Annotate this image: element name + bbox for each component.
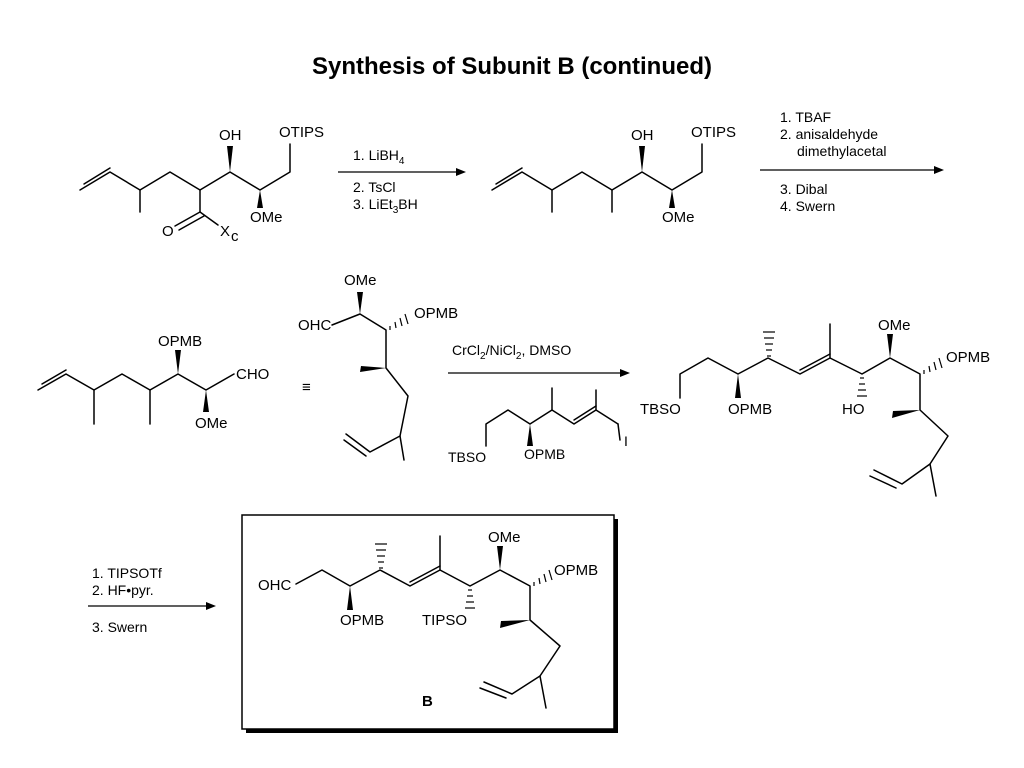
reagent-label-iodide: I bbox=[624, 433, 628, 449]
c2-label-ome: OMe bbox=[662, 209, 695, 226]
svg-text:3. LiEt3BH: 3. LiEt3BH bbox=[353, 196, 418, 216]
step1-reagent-1: 1. LiBH bbox=[353, 147, 399, 163]
c1-label-otips: OTIPS bbox=[279, 124, 324, 141]
step1-reagent-3b: BH bbox=[398, 196, 417, 212]
compound-4: OMe OHC OPMB bbox=[298, 272, 458, 461]
c3-label-cho: CHO bbox=[236, 366, 269, 383]
step1-reagent-3a: 3. LiEt bbox=[353, 196, 393, 212]
step2-reagent-2: 2. anisaldehyde bbox=[780, 126, 878, 142]
compound-2: OH OTIPS OMe bbox=[491, 124, 736, 226]
step-2: 1. TBAF 2. anisaldehyde dimethylacetal 3… bbox=[760, 109, 944, 214]
product-box bbox=[241, 514, 618, 733]
cb-label-ome: OMe bbox=[488, 529, 521, 546]
step1-reagent-1-sub: 4 bbox=[399, 156, 405, 167]
step4-reagent-2: 2. HF•pyr. bbox=[92, 582, 154, 598]
svg-text:1. LiBH4: 1. LiBH4 bbox=[353, 147, 405, 167]
reagent-label-opmb: OPMB bbox=[524, 446, 565, 462]
compound-1: OH OTIPS OMe O X c bbox=[79, 124, 324, 245]
c1-label-x: X bbox=[220, 223, 230, 240]
step4-reagent-1: 1. TIPSOTf bbox=[92, 565, 162, 581]
compound-b-id: B bbox=[422, 693, 433, 710]
c1-label-o: O bbox=[162, 223, 174, 240]
cb-label-opmb-right: OPMB bbox=[554, 562, 598, 579]
cb-label-tipso: TIPSO bbox=[422, 612, 467, 629]
c3-label-opmb: OPMB bbox=[158, 333, 202, 350]
step3-reagent-sub2: 2 bbox=[516, 351, 522, 362]
step2-reagent-3: 3. Dibal bbox=[780, 181, 827, 197]
step3-reagent-sub1: 2 bbox=[480, 351, 486, 362]
c1-label-oh: OH bbox=[219, 127, 242, 144]
c5-label-opmb-right: OPMB bbox=[946, 349, 990, 366]
c5-label-ome: OMe bbox=[878, 317, 911, 334]
step1-reagent-2: 2. TsCl bbox=[353, 179, 396, 195]
step-1: 1. LiBH4 2. TsCl 3. LiEt3BH bbox=[338, 147, 466, 216]
svg-text:CrCl2/NiCl2, DMSO: CrCl2/NiCl2, DMSO bbox=[452, 342, 571, 362]
step3-reagent-b: /NiCl bbox=[486, 342, 516, 358]
step-3: CrCl2/NiCl2, DMSO bbox=[448, 342, 630, 377]
c1-label-x-subscript: c bbox=[231, 228, 239, 245]
reagent-label-tbso: TBSO bbox=[448, 449, 486, 465]
equivalence-symbol: ≡ bbox=[302, 379, 311, 396]
cb-label-ohc: OHC bbox=[258, 577, 292, 594]
c5-label-tbso: TBSO bbox=[640, 401, 681, 418]
c4-label-ome: OMe bbox=[344, 272, 377, 289]
c4-label-opmb: OPMB bbox=[414, 305, 458, 322]
step4-reagent-3: 3. Swern bbox=[92, 619, 147, 635]
c2-label-otips: OTIPS bbox=[691, 124, 736, 141]
compound-b: OMe OHC OPMB OPMB TIPSO B bbox=[258, 529, 598, 710]
vinyl-iodide-reagent: TBSO OPMB I bbox=[448, 387, 628, 465]
c4-label-ohc: OHC bbox=[298, 317, 332, 334]
compound-5: OMe OPMB TBSO OPMB HO bbox=[640, 317, 990, 497]
c1-label-ome: OMe bbox=[250, 209, 283, 226]
c5-label-opmb-left: OPMB bbox=[728, 401, 772, 418]
step3-reagent-c: , DMSO bbox=[521, 342, 571, 358]
step1-reagent-3-sub: 3 bbox=[393, 205, 399, 216]
step2-reagent-4: 4. Swern bbox=[780, 198, 835, 214]
step2-reagent-1: 1. TBAF bbox=[780, 109, 831, 125]
cb-label-opmb-left: OPMB bbox=[340, 612, 384, 629]
c5-label-ho: HO bbox=[842, 401, 865, 418]
step3-reagent-a: CrCl bbox=[452, 342, 480, 358]
scheme-title: Synthesis of Subunit B (continued) bbox=[312, 53, 712, 80]
step2-reagent-2b: dimethylacetal bbox=[797, 143, 887, 159]
c2-label-oh: OH bbox=[631, 127, 654, 144]
c3-label-ome: OMe bbox=[195, 415, 228, 432]
compound-3: OPMB CHO OMe bbox=[37, 333, 269, 432]
step-4: 1. TIPSOTf 2. HF•pyr. 3. Swern bbox=[88, 565, 216, 635]
